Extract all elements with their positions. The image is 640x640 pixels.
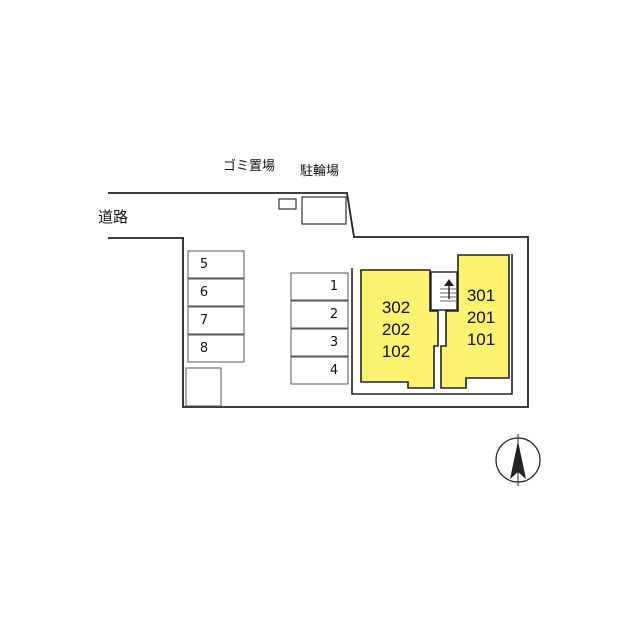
unit-202: 202 <box>381 320 411 339</box>
parking-slot-5: 5 <box>199 257 209 272</box>
parking-slot-4: 4 <box>329 363 339 378</box>
property-boundary <box>108 192 529 408</box>
unit-102: 102 <box>381 342 411 361</box>
building-west-outer <box>351 268 436 395</box>
building-east-units: 301 201 101 <box>451 285 511 351</box>
garbage-area <box>278 198 297 210</box>
parking-slot-7: 7 <box>199 313 209 328</box>
parking-slot-8: 8 <box>199 341 209 356</box>
parking-center-group <box>290 272 349 385</box>
staircase-steps <box>440 288 456 302</box>
bicycle-parking <box>301 196 347 225</box>
building-east-outer <box>436 254 513 395</box>
parking-slot-1: 1 <box>329 279 339 294</box>
unit-201: 201 <box>466 308 496 327</box>
staircase <box>430 271 458 311</box>
building-west <box>360 269 439 389</box>
building-east <box>440 254 510 389</box>
unit-302: 302 <box>381 298 411 317</box>
road-label: 道路 <box>98 208 129 226</box>
parking-left-group <box>185 250 245 407</box>
parking-slot-2: 2 <box>329 307 339 322</box>
staircase-arrow-icon <box>444 279 454 299</box>
parking-slot-6: 6 <box>199 285 209 300</box>
garbage-area-label: ゴミ置場 <box>223 159 276 174</box>
north-arrow-icon <box>495 434 541 486</box>
bicycle-parking-label: 駐輪場 <box>300 164 340 179</box>
unit-101: 101 <box>466 330 496 349</box>
building-west-units: 302 202 102 <box>366 297 426 363</box>
unit-301: 301 <box>466 286 496 305</box>
parking-slot-3: 3 <box>329 335 339 350</box>
